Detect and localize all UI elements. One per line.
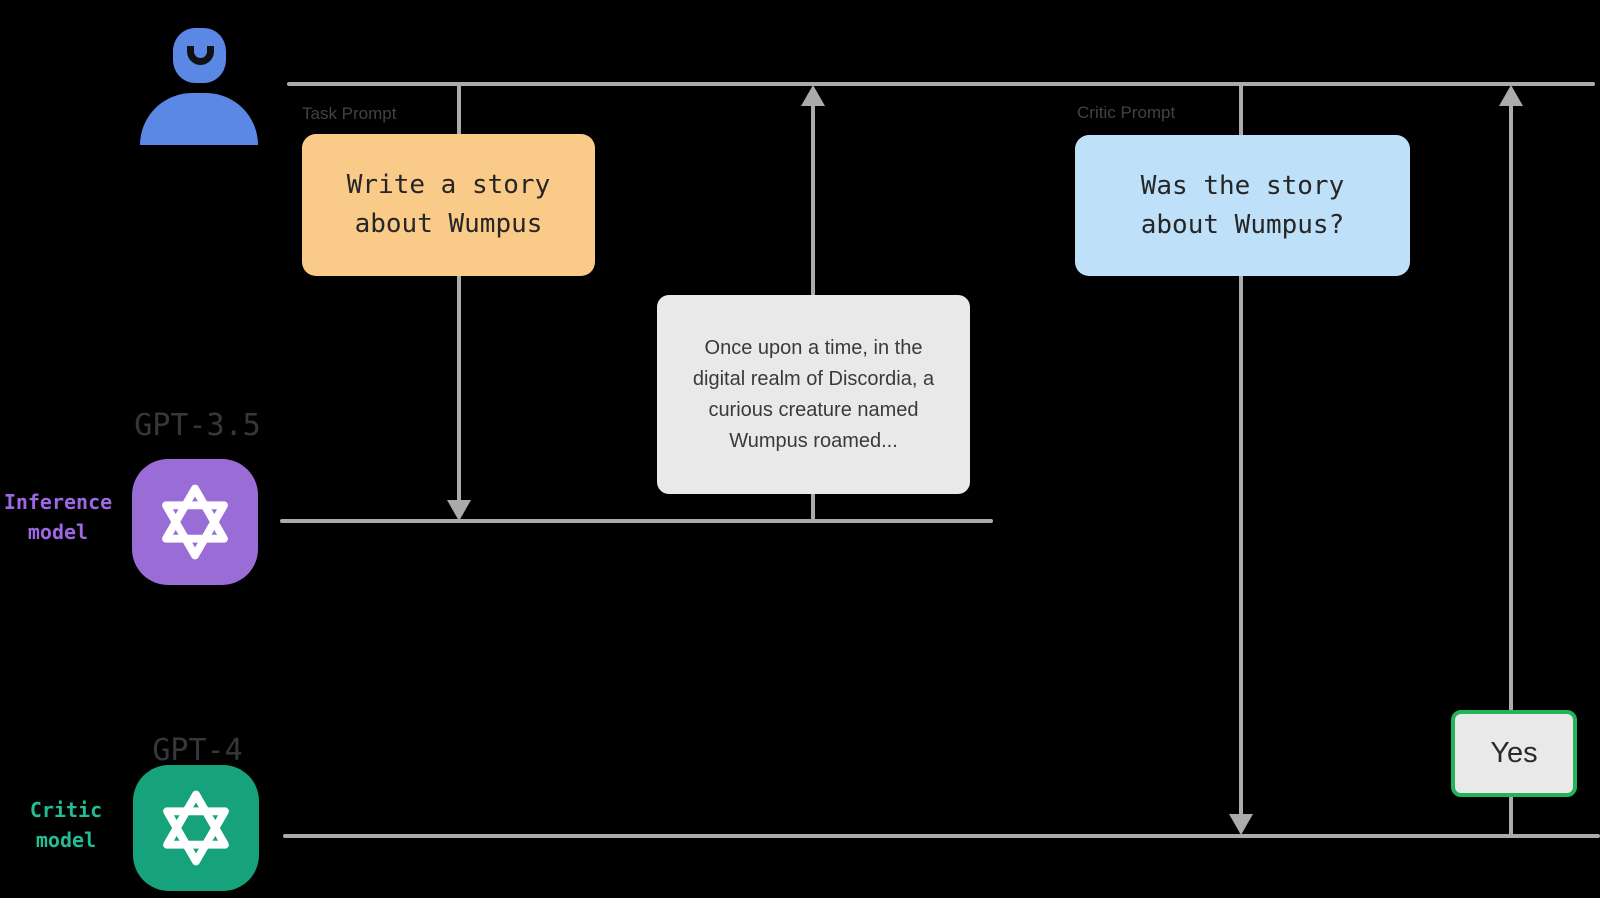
critic-model-lifeline bbox=[283, 834, 1600, 838]
story-line: curious creature named bbox=[708, 398, 919, 421]
task-prompt-line: about Wumpus bbox=[354, 209, 543, 239]
user-smile-icon bbox=[187, 46, 214, 65]
task-prompt-label: Task Prompt bbox=[302, 104, 397, 123]
story-line: digital realm of Discordia, a bbox=[692, 367, 935, 390]
user-lifeline bbox=[287, 82, 1595, 86]
openai-logo-icon bbox=[162, 484, 228, 560]
critic-arrow-line bbox=[1239, 84, 1243, 815]
task-arrow-line bbox=[457, 84, 461, 501]
task-arrowhead-down-icon bbox=[447, 500, 471, 521]
verdict-text: Yes bbox=[1490, 737, 1538, 769]
openai-logo-icon bbox=[163, 790, 229, 866]
critic-prompt-box: Was the story about Wumpus? bbox=[1075, 135, 1410, 276]
story-line: Wumpus roamed... bbox=[729, 429, 898, 452]
critic-arrowhead-down-icon bbox=[1229, 814, 1253, 835]
story-reply-box: Once upon a time, in the digital realm o… bbox=[657, 295, 970, 494]
role-line: model bbox=[27, 520, 89, 544]
inference-model-role-label: Inference model bbox=[0, 487, 116, 547]
inference-model-name: GPT-3.5 bbox=[134, 408, 261, 443]
critic-model-name: GPT-4 bbox=[152, 733, 243, 768]
gpt35-openai-logo bbox=[132, 459, 258, 585]
task-prompt-box: Write a story about Wumpus bbox=[302, 134, 595, 276]
story-line: Once upon a time, in the bbox=[704, 336, 923, 359]
inference-model-lifeline bbox=[280, 519, 993, 523]
verdict-arrowhead-up-icon bbox=[1499, 85, 1523, 106]
task-prompt-line: Write a story bbox=[346, 170, 551, 200]
role-line: Inference bbox=[3, 490, 113, 514]
critic-model-role-label: Critic model bbox=[8, 795, 124, 855]
verdict-box: Yes bbox=[1451, 710, 1577, 797]
gpt4-openai-logo bbox=[133, 765, 259, 891]
story-arrowhead-up-icon bbox=[801, 85, 825, 106]
critic-prompt-line: about Wumpus? bbox=[1140, 209, 1345, 240]
verdict-arrow-line bbox=[1509, 104, 1513, 836]
critic-prompt-line: Was the story bbox=[1140, 170, 1345, 201]
critic-prompt-label: Critic Prompt bbox=[1077, 103, 1176, 122]
role-line: Critic bbox=[29, 798, 103, 822]
user-body bbox=[140, 93, 258, 145]
role-line: model bbox=[35, 828, 97, 852]
